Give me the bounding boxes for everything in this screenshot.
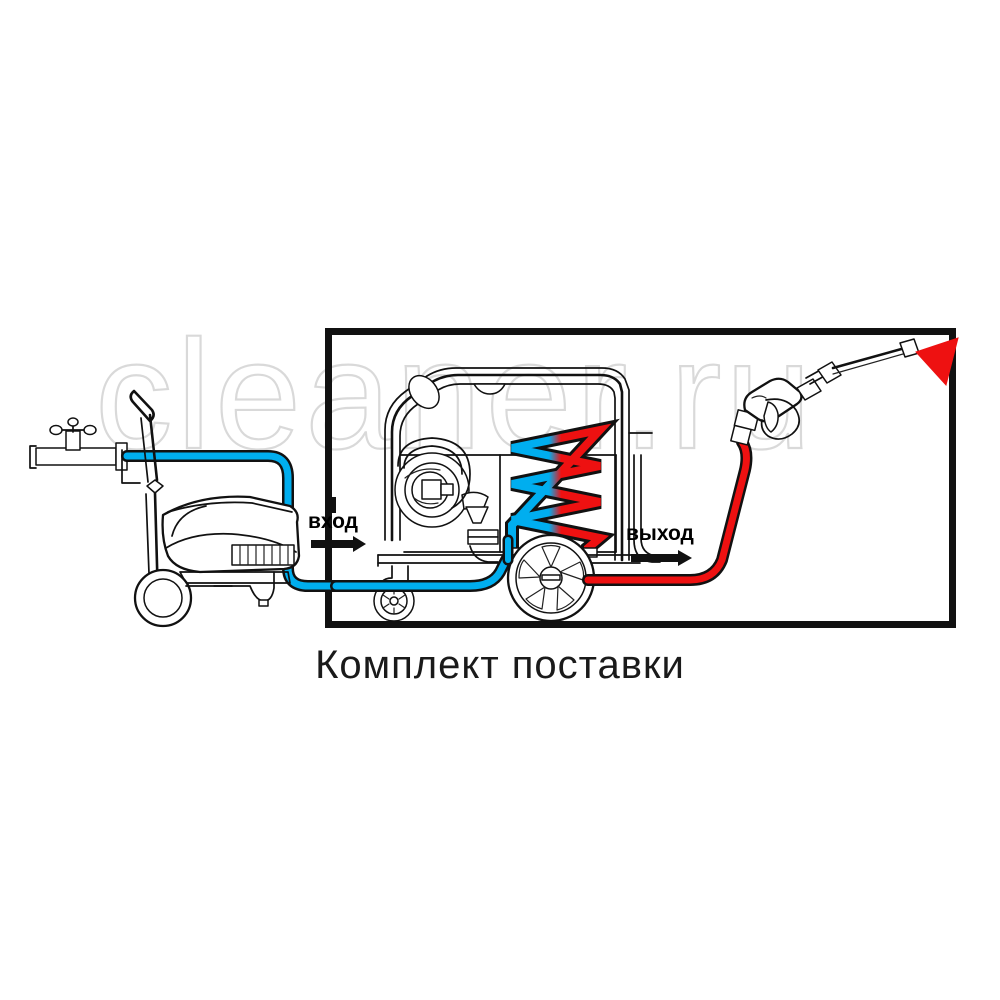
roll-frame-outer bbox=[390, 373, 624, 562]
wheel-spokes bbox=[518, 544, 585, 611]
tap-riser bbox=[65, 430, 81, 451]
pump-motor bbox=[394, 437, 499, 563]
motor-terminal-box bbox=[421, 479, 442, 500]
tap-handle-knob-left bbox=[49, 424, 63, 436]
trolley-shell-seam-mid bbox=[165, 532, 297, 553]
trolley-foot-pad bbox=[258, 599, 269, 607]
lance-nut bbox=[796, 378, 822, 401]
spray-fan-icon bbox=[915, 337, 959, 387]
handle-joint bbox=[146, 479, 164, 494]
pump-flange-2 bbox=[467, 536, 499, 545]
lance-tube bbox=[831, 346, 907, 370]
caption-svg: Комплект поставки bbox=[315, 643, 685, 687]
gun-trigger-guard bbox=[760, 398, 801, 440]
trolley-shell-seam-top bbox=[167, 501, 293, 513]
handle-brace bbox=[121, 449, 141, 484]
water-tap bbox=[29, 417, 128, 471]
wheel-hub-slot bbox=[541, 574, 561, 581]
delivery-set-boundary bbox=[325, 328, 956, 628]
trolley-vent-slats bbox=[239, 545, 289, 565]
outlet-arrow-shape bbox=[631, 550, 692, 566]
inlet-tick-mark bbox=[330, 497, 336, 513]
hose-reel-arc-inner bbox=[403, 445, 463, 475]
outlet-arrow-icon bbox=[631, 550, 692, 566]
internal-inlet-line bbox=[330, 534, 514, 592]
frame-handle-notch bbox=[473, 383, 506, 395]
pump-flange-1 bbox=[467, 529, 499, 538]
trolley-vent-panel bbox=[231, 544, 295, 566]
internal-inlet-core bbox=[332, 556, 510, 590]
gun-trigger bbox=[763, 401, 779, 433]
large-wheel bbox=[506, 533, 596, 623]
tap-handle-cap bbox=[67, 417, 79, 427]
inlet-label: вход bbox=[308, 510, 358, 533]
main-machine bbox=[330, 367, 661, 623]
outlet-label-group: выход bbox=[626, 522, 694, 566]
roll-frame-outer2 bbox=[384, 367, 630, 561]
trolley-machine bbox=[121, 389, 301, 628]
trolley-handle bbox=[121, 389, 159, 484]
caster-hub bbox=[389, 596, 399, 606]
roll-frame-inner bbox=[399, 383, 616, 561]
handle-post-outer bbox=[148, 413, 159, 482]
motor-detail-arc bbox=[413, 497, 439, 505]
boundary-rect bbox=[325, 328, 956, 628]
gun-grip-seam bbox=[751, 395, 767, 399]
lance-tube-edge bbox=[832, 353, 904, 375]
inlet-arrow-icon bbox=[311, 536, 366, 552]
caption-wrapper: Комплект поставки bbox=[0, 636, 1000, 701]
outlet-hose bbox=[582, 436, 753, 586]
frame-shoulder-pad bbox=[408, 374, 440, 410]
coil-colored-path bbox=[508, 423, 612, 556]
pump-valve-cone bbox=[465, 506, 489, 524]
outlet-label: выход bbox=[626, 522, 694, 545]
trolley-wheel-inner bbox=[143, 578, 183, 618]
motor-connector bbox=[440, 483, 454, 496]
handle-post-inner bbox=[140, 417, 149, 483]
pump-outlet-pipe bbox=[469, 545, 499, 563]
outlet-hose-core bbox=[584, 438, 750, 584]
inlet-label-group: вход bbox=[308, 497, 366, 552]
hose-reel-arc-outer bbox=[397, 437, 471, 509]
tap-wall-bracket bbox=[29, 445, 37, 469]
spray-gun-assembly bbox=[730, 337, 959, 446]
motor-detail-arc-2 bbox=[404, 468, 441, 479]
caster-wheel bbox=[373, 565, 415, 622]
tap-handle-knob-right bbox=[83, 424, 97, 436]
machine-roll-frame bbox=[384, 367, 630, 562]
caption-text: Комплект поставки bbox=[315, 643, 685, 687]
handle-grip bbox=[129, 389, 155, 423]
inlet-arrow-shape bbox=[311, 536, 366, 552]
trolley-shell-seam-curve bbox=[171, 505, 207, 537]
